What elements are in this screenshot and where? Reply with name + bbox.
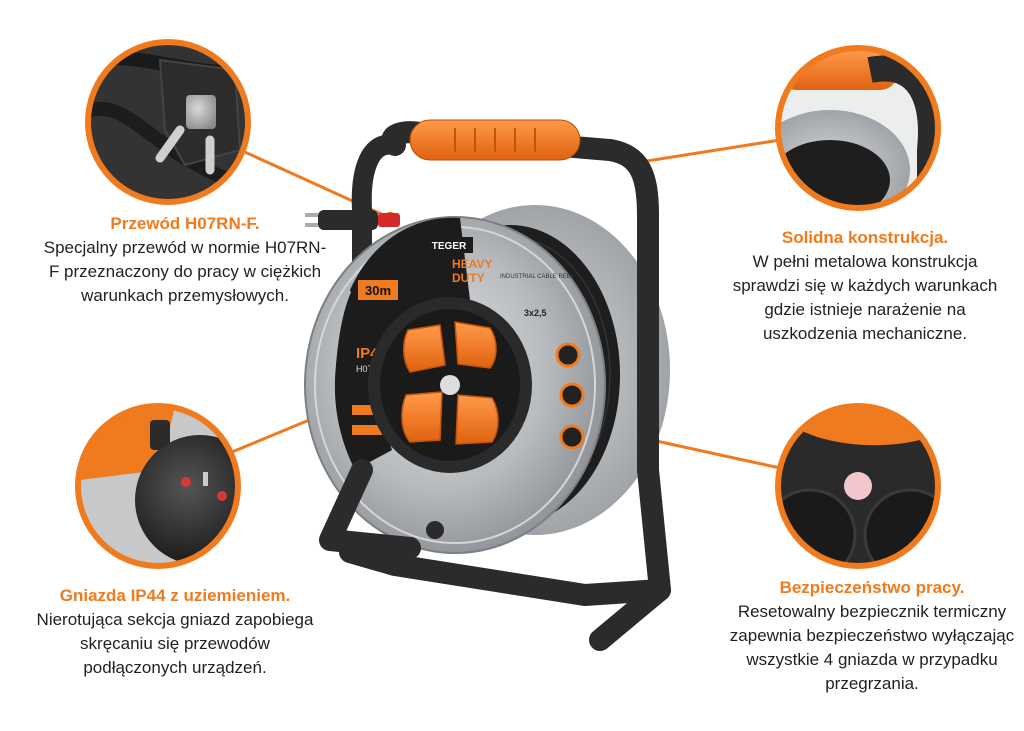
callout-sockets-body: Nierotująca sekcja gniazd zapobiega skrę…: [36, 610, 314, 677]
callout-construction: Solidna konstrukcja. W pełni metalowa ko…: [720, 226, 1010, 346]
label-length: 30m: [365, 283, 391, 298]
label-duty-2: DUTY: [452, 271, 485, 285]
label-section: 3x2,5: [524, 308, 547, 318]
callout-safety: Bezpieczeństwo pracy. Resetowalny bezpie…: [722, 576, 1022, 696]
detail-socket-circle: [75, 403, 241, 569]
callout-safety-body: Resetowalny bezpiecznik termiczny zapewn…: [729, 602, 1015, 693]
callout-cable-title: Przewód H07RN-F.: [110, 214, 260, 233]
callout-construction-body: W pełni metalowa konstrukcja sprawdzi si…: [732, 252, 998, 343]
callout-cable: Przewód H07RN-F. Specjalny przewód w nor…: [40, 212, 330, 308]
label-brand: TEGER: [432, 241, 467, 252]
callout-construction-title: Solidna konstrukcja.: [781, 228, 949, 247]
callout-safety-title: Bezpieczeństwo pracy.: [779, 578, 965, 597]
cable-reel: 30m IP44 H07RN-F TEGER HEAVY DUTY INDUST…: [304, 119, 671, 651]
callout-cable-body: Specjalny przewód w normie H07RN-F przez…: [43, 238, 327, 305]
callout-sockets: Gniazda IP44 z uziemieniem. Nierotująca …: [30, 584, 320, 680]
label-duty-1: HEAVY: [452, 257, 492, 271]
detail-frame-circle: [775, 45, 941, 211]
label-reel: INDUSTRIAL CABLE REEL: [500, 274, 575, 280]
callout-sockets-title: Gniazda IP44 z uziemieniem.: [59, 586, 291, 605]
detail-fuse-circle: [775, 403, 941, 569]
detail-plug-circle: [85, 39, 251, 205]
